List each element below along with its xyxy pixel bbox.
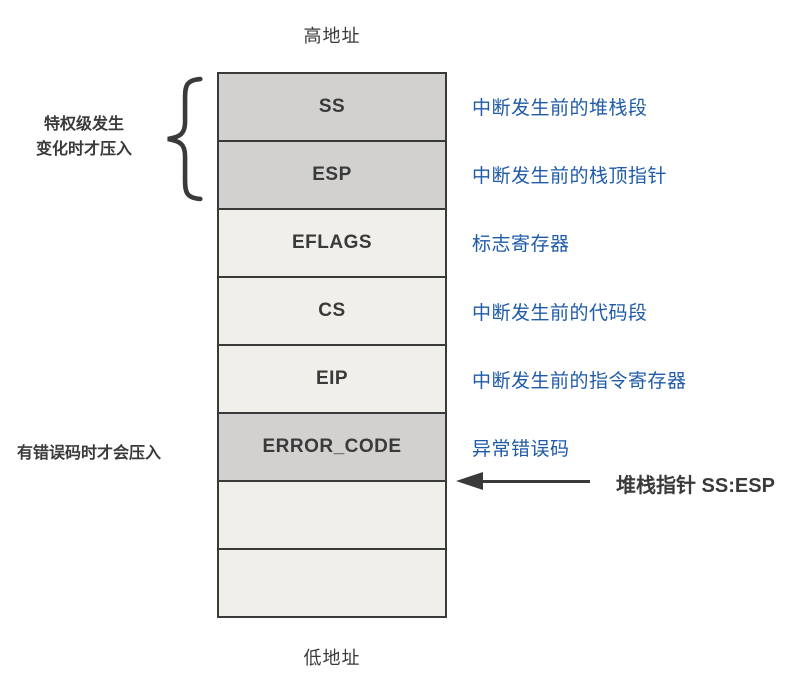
stack-cell-eip: EIP <box>219 346 445 414</box>
stack-cell-eflags: EFLAGS <box>219 210 445 278</box>
stack-cell-esp: ESP <box>219 142 445 210</box>
low-address-label: 低地址 <box>303 648 361 668</box>
stack-cell-error-code: ERROR_CODE <box>219 414 445 482</box>
left-brace-icon <box>167 76 203 202</box>
annotation-cs: 中断发生前的代码段 <box>472 302 648 324</box>
stack-pointer-arrow-icon <box>456 472 483 490</box>
annotation-ss: 中断发生前的堆栈段 <box>472 97 648 119</box>
privilege-note-line1: 特权级发生 <box>43 116 124 133</box>
stack-pointer-label: 堆栈指针 SS:ESP <box>616 475 775 497</box>
error-code-note: 有错误码时才会压入 <box>17 445 162 462</box>
stack-cell-empty-2 <box>219 550 445 616</box>
stack-pointer-arrow-line <box>480 480 590 483</box>
stack-cell-empty-1 <box>219 482 445 550</box>
annotation-eflags: 标志寄存器 <box>472 234 570 256</box>
right-annotations: 中断发生前的堆栈段 中断发生前的栈顶指针 标志寄存器 中断发生前的代码段 中断发… <box>472 72 772 482</box>
annotation-eip: 中断发生前的指令寄存器 <box>472 370 687 392</box>
privilege-change-note: 特权级发生 变化时才压入 <box>12 112 156 162</box>
annotation-esp: 中断发生前的栈顶指针 <box>472 165 668 187</box>
annotation-error-code: 异常错误码 <box>472 439 570 461</box>
stack-box: SS ESP EFLAGS CS EIP ERROR_CODE <box>217 72 447 618</box>
high-address-label: 高地址 <box>303 26 361 46</box>
stack-cell-cs: CS <box>219 278 445 346</box>
privilege-note-line2: 变化时才压入 <box>35 141 132 158</box>
stack-cell-ss: SS <box>219 74 445 142</box>
